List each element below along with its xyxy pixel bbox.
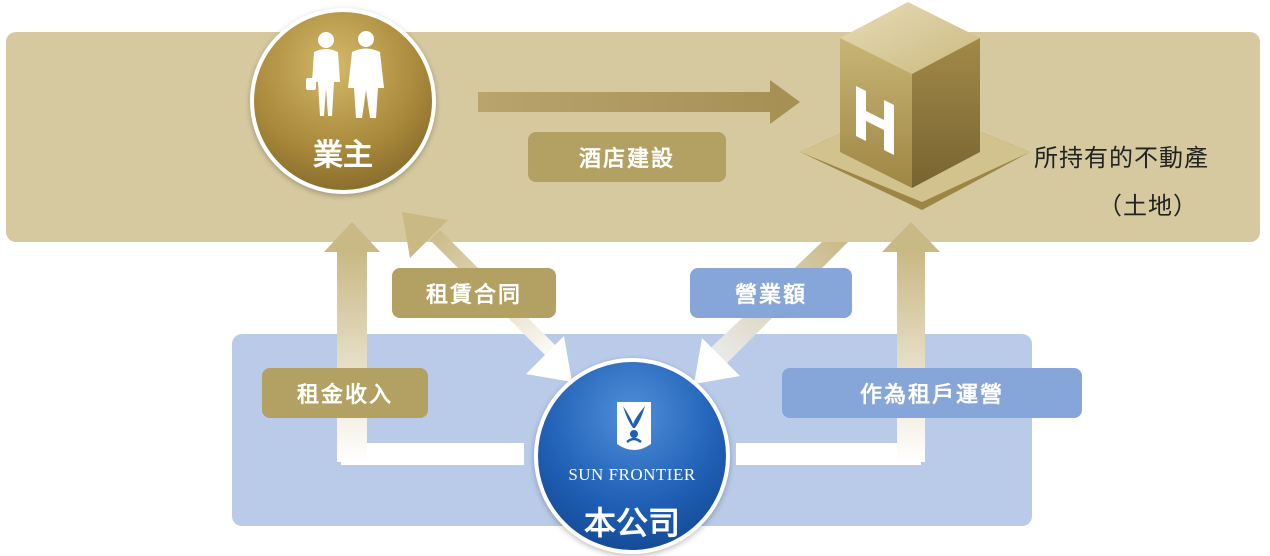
owner-label: 業主 xyxy=(313,138,373,173)
rent-income-arrowhead xyxy=(324,222,380,252)
owner-node: 業主 xyxy=(250,8,436,194)
company-label: 本公司 xyxy=(583,504,680,542)
lease-contract-label: 租賃合同 xyxy=(392,268,556,318)
revenue-arrowhead xyxy=(694,338,740,384)
construction-arrow xyxy=(478,80,800,124)
operation-arrowhead xyxy=(882,222,940,252)
property-sublabel: （土地） xyxy=(1098,192,1198,220)
property-cube-icon xyxy=(800,2,1030,210)
lease-arrowhead-bottom xyxy=(526,336,572,382)
revenue-label: 營業額 xyxy=(690,268,852,318)
company-brand: SUN FRONTIER xyxy=(568,465,696,484)
sun-frontier-logo-icon xyxy=(617,402,651,450)
rent-income-arrow xyxy=(337,252,367,462)
property-label: 所持有的不動產 xyxy=(1034,144,1209,172)
people-icon xyxy=(306,31,384,118)
lease-arrowhead-top xyxy=(402,212,448,258)
company-node: SUN FRONTIER 本公司 xyxy=(534,358,730,554)
operation-label: 作為租戶運營 xyxy=(782,368,1082,418)
hotel-construction-label: 酒店建設 xyxy=(528,132,726,182)
rent-income-label: 租金收入 xyxy=(262,368,428,418)
operation-arrow xyxy=(897,252,925,462)
